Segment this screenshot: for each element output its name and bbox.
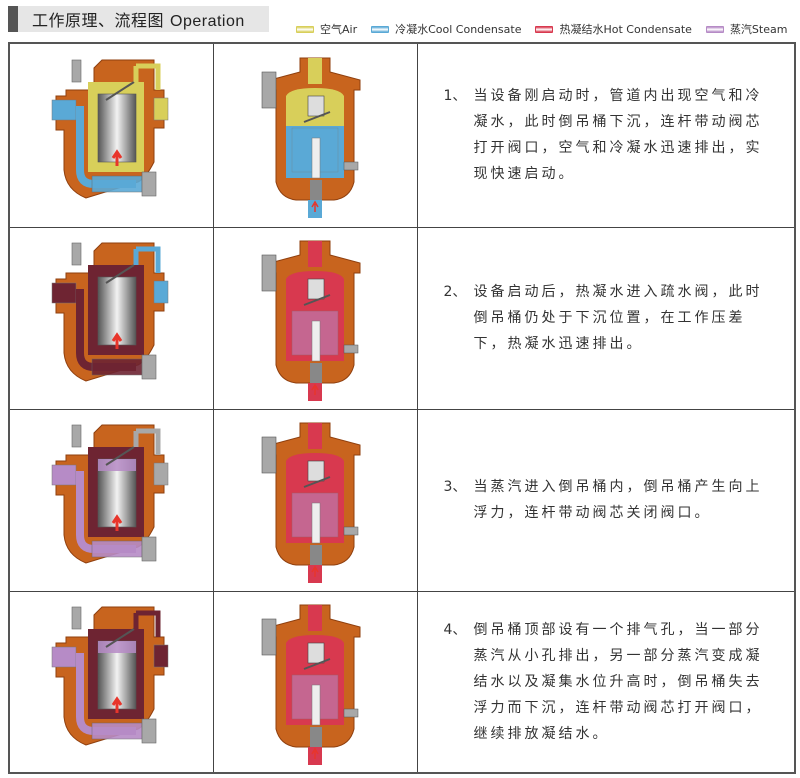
trap-side-view-diagram bbox=[52, 606, 169, 746]
hot-condensate-swatch-icon bbox=[535, 25, 554, 33]
side-view-cell bbox=[8, 42, 214, 228]
section-title: 工作原理、流程图 Operation bbox=[32, 7, 245, 31]
trap-front-view-diagram bbox=[261, 422, 361, 583]
trap-side-view-diagram bbox=[52, 242, 169, 382]
legend-item-steam: 蒸汽Steam bbox=[705, 21, 788, 37]
side-view-cell bbox=[8, 590, 214, 774]
trap-side-view-diagram bbox=[52, 424, 169, 564]
legend-label: 冷凝水Cool Condensate bbox=[395, 23, 522, 36]
title-cn: 工作原理、流程图 bbox=[32, 11, 165, 30]
cool-condensate-swatch-icon bbox=[371, 25, 390, 33]
step-number: 3、 bbox=[443, 479, 467, 495]
legend-item-hot-condensate: 热凝结水Hot Condensate bbox=[535, 21, 692, 37]
step-description-cell: 1、 当设备刚启动时，管道内出现空气和冷凝水，此时倒吊桶下沉，连杆带动阀芯打开阀… bbox=[416, 42, 796, 228]
step-description-cell: 3、 当蒸汽进入倒吊桶内，倒吊桶产生向上浮力，连杆带动阀芯关闭阀口。 bbox=[416, 408, 796, 592]
step-number: 2、 bbox=[443, 284, 467, 300]
legend-label: 空气Air bbox=[320, 23, 358, 36]
legend-label: 蒸汽Steam bbox=[729, 23, 788, 36]
table-row: 4、 倒吊桶顶部设有一个排气孔，当一部分蒸汽从小孔排出，另一部分蒸汽变成凝结水以… bbox=[8, 590, 796, 774]
section-title-bar: 工作原理、流程图 Operation bbox=[8, 6, 269, 32]
step-text: 当设备刚启动时，管道内出现空气和冷凝水，此时倒吊桶下沉，连杆带动阀芯打开阀口，空… bbox=[473, 88, 763, 183]
step-description: 1、 当设备刚启动时，管道内出现空气和冷凝水，此时倒吊桶下沉，连杆带动阀芯打开阀… bbox=[444, 83, 777, 187]
front-view-cell bbox=[212, 42, 418, 228]
trap-front-view-diagram bbox=[261, 240, 361, 401]
legend-label: 热凝结水Hot Condensate bbox=[559, 23, 692, 36]
front-view-cell bbox=[212, 590, 418, 774]
table-row: 2、 设备启动后，热凝水进入疏水阀，此时倒吊桶仍处于下沉位置，在工作压差下，热凝… bbox=[8, 226, 796, 410]
side-view-cell bbox=[8, 226, 214, 410]
trap-front-view-diagram bbox=[261, 57, 361, 219]
trap-front-view-diagram bbox=[261, 604, 361, 765]
front-view-cell bbox=[212, 408, 418, 592]
step-text: 倒吊桶顶部设有一个排气孔，当一部分蒸汽从小孔排出，另一部分蒸汽变成凝结水以及凝集… bbox=[473, 621, 763, 742]
front-view-cell bbox=[212, 226, 418, 410]
side-view-cell bbox=[8, 408, 214, 592]
color-legend: 空气Air 冷凝水Cool Condensate 热凝结水Hot Condens… bbox=[296, 20, 787, 38]
steam-swatch-icon bbox=[705, 25, 724, 33]
step-text: 当蒸汽进入倒吊桶内，倒吊桶产生向上浮力，连杆带动阀芯关闭阀口。 bbox=[473, 479, 763, 521]
table-row: 1、 当设备刚启动时，管道内出现空气和冷凝水，此时倒吊桶下沉，连杆带动阀芯打开阀… bbox=[8, 42, 796, 228]
step-description-cell: 4、 倒吊桶顶部设有一个排气孔，当一部分蒸汽从小孔排出，另一部分蒸汽变成凝结水以… bbox=[416, 590, 796, 774]
table-row: 3、 当蒸汽进入倒吊桶内，倒吊桶产生向上浮力，连杆带动阀芯关闭阀口。 bbox=[8, 408, 796, 592]
operation-table: 1、 当设备刚启动时，管道内出现空气和冷凝水，此时倒吊桶下沉，连杆带动阀芯打开阀… bbox=[8, 42, 796, 774]
title-accent-bar bbox=[8, 6, 18, 32]
legend-item-air: 空气Air bbox=[296, 21, 357, 37]
step-text: 设备启动后，热凝水进入疏水阀，此时倒吊桶仍处于下沉位置，在工作压差下，热凝水迅速… bbox=[473, 284, 763, 352]
step-description: 3、 当蒸汽进入倒吊桶内，倒吊桶产生向上浮力，连杆带动阀芯关闭阀口。 bbox=[444, 474, 777, 526]
step-description: 4、 倒吊桶顶部设有一个排气孔，当一部分蒸汽从小孔排出，另一部分蒸汽变成凝结水以… bbox=[444, 617, 777, 747]
step-number: 1、 bbox=[443, 88, 467, 105]
step-number: 4、 bbox=[443, 621, 467, 638]
title-en: Operation bbox=[170, 13, 245, 30]
step-description: 2、 设备启动后，热凝水进入疏水阀，此时倒吊桶仍处于下沉位置，在工作压差下，热凝… bbox=[444, 279, 777, 357]
legend-item-cool-condensate: 冷凝水Cool Condensate bbox=[371, 21, 521, 37]
step-description-cell: 2、 设备启动后，热凝水进入疏水阀，此时倒吊桶仍处于下沉位置，在工作压差下，热凝… bbox=[416, 226, 796, 410]
trap-side-view-diagram bbox=[52, 59, 169, 199]
air-swatch-icon bbox=[296, 25, 314, 33]
